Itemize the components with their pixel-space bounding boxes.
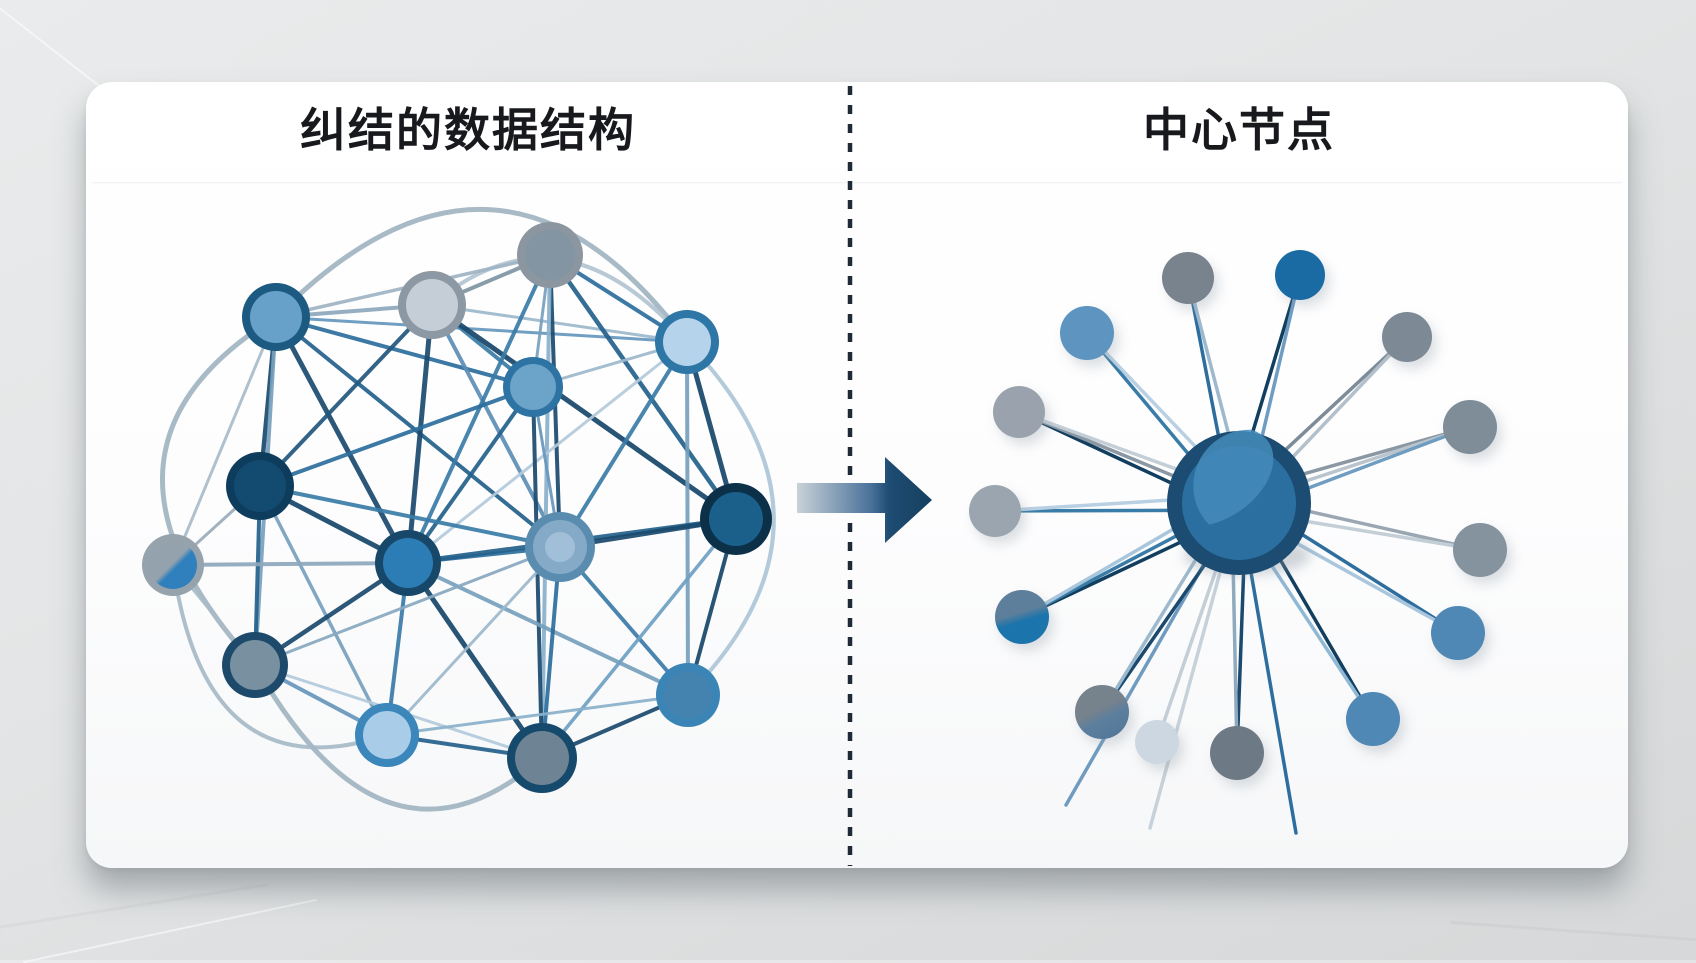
satellite-node [1075,685,1129,739]
satellite-node [1382,312,1432,362]
network-node [664,671,712,719]
network-edge [274,315,535,389]
network-edge [385,545,562,737]
network-edge [405,560,545,761]
hub-spoke [1274,335,1409,461]
network-node [515,731,569,785]
network-edge [171,315,278,567]
hub-spoke [1263,553,1375,721]
network-curved-edge [252,662,545,812]
network-node [250,291,302,343]
hub-spoke [1284,535,1460,635]
network-edge [558,340,689,549]
network-edge [274,315,689,344]
network-edge [171,561,410,567]
network-node [510,364,556,410]
network-node [149,541,197,589]
hub-spoke [993,508,1183,513]
satellite-node [969,485,1021,537]
hub-spoke [1100,546,1205,714]
network-edge [430,303,689,344]
network-node [383,538,433,588]
network-curved-edge [685,340,776,697]
hub-spoke [1295,506,1482,552]
satellite-node [995,590,1049,644]
hub-spoke [1246,273,1302,448]
hub-spoke [1282,335,1409,468]
network-node [230,640,280,690]
hub-spoke [1272,547,1375,721]
network-node [525,230,575,280]
hub-spoke [1289,526,1460,635]
hub-spoke [1294,425,1472,495]
hub-spoke-network [969,250,1512,835]
satellite-node [1060,306,1114,360]
right-panel-title: 中心节点 [1143,104,1335,156]
network-edge [258,484,389,737]
network-edge [430,303,562,549]
network-edge [685,340,690,697]
network-edge [540,517,738,760]
network-edge [405,302,435,566]
network-edge [406,385,535,565]
network-edge [258,484,562,549]
hub-spoke [1155,556,1222,744]
satellite-node [993,386,1045,438]
network-node [406,279,458,331]
satellite-node [1162,252,1214,304]
network-edge [406,561,690,697]
network-edge [273,314,411,566]
network-edge [258,385,535,488]
left-panel-title: 纠结的数据结构 [300,104,636,156]
hub-spoke [1235,559,1246,755]
network-node-core [545,532,575,562]
right-arrow [797,457,932,543]
transform-arrow [797,457,932,543]
satellite-node [1275,250,1325,300]
satellite-node [1443,400,1497,454]
network-curved-edge [273,207,690,345]
satellite-node [1135,720,1179,764]
hub-spoke [993,497,1183,513]
network-node [663,318,711,366]
satellite-node [1346,692,1400,746]
hub-spoke [1100,552,1214,714]
network-edge [258,303,434,488]
hub-spoke [1231,559,1239,755]
satellite-node [1453,523,1507,577]
tangled-network [142,207,776,812]
network-curved-edge [171,563,389,750]
network-node [234,460,286,512]
hub-spoke [1020,521,1186,619]
network-edge [540,253,552,760]
network-edge [429,302,739,522]
hub-spoke [1293,517,1482,552]
satellite-node [1431,606,1485,660]
network-node [363,711,411,759]
network-edge [385,693,690,737]
network-edge [540,545,562,760]
network-node [709,492,763,546]
network-edge [406,253,552,565]
satellite-node [1210,726,1264,780]
network-edge [547,252,739,522]
network-edge [253,545,562,667]
